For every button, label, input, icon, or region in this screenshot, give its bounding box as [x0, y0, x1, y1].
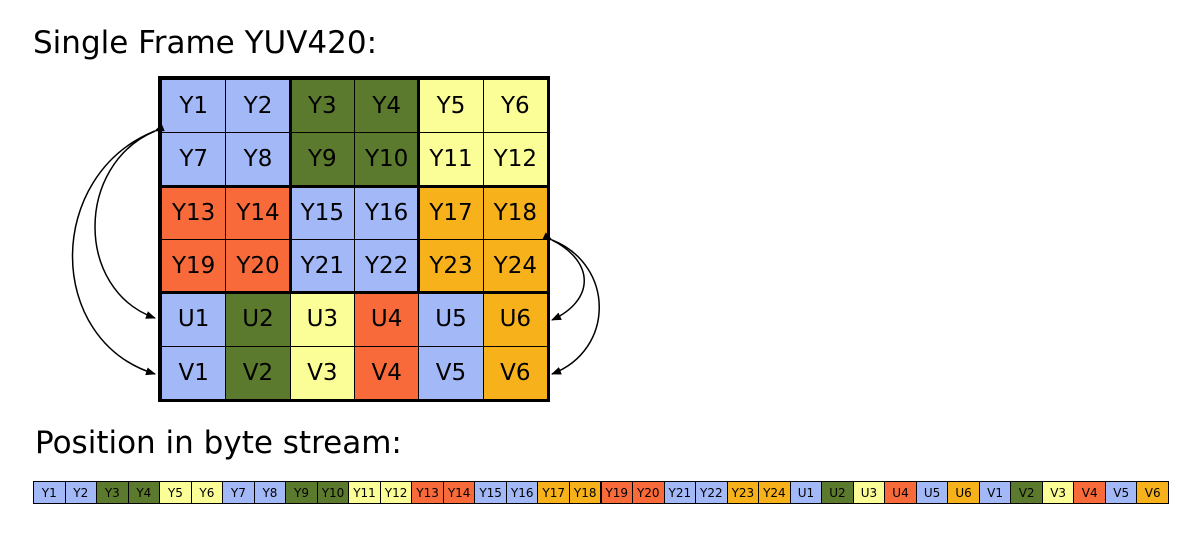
stream-byte-y4: Y4 — [127, 481, 161, 504]
stream-byte-y16: Y16 — [505, 481, 539, 504]
stream-byte-y3: Y3 — [96, 481, 129, 504]
group-divider-v1 — [288, 79, 292, 293]
frame-cell-y14: Y14 — [225, 185, 291, 240]
stream-byte-y19: Y19 — [600, 481, 634, 504]
stream-byte-u6: U6 — [947, 481, 980, 504]
stream-byte-y1: Y1 — [33, 481, 66, 504]
stream-byte-u1: U1 — [789, 481, 823, 504]
stream-byte-v2: V2 — [1010, 481, 1043, 504]
frame-cell-y19: Y19 — [161, 239, 227, 294]
frame-title: Single Frame YUV420: — [33, 25, 378, 61]
stream-byte-y9: Y9 — [285, 481, 318, 504]
frame-cell-y17: Y17 — [418, 185, 484, 240]
stream-byte-y12: Y12 — [379, 481, 413, 504]
stream-byte-v3: V3 — [1041, 481, 1075, 504]
arrow-y-to-v1 — [71, 130, 156, 376]
stream-byte-v4: V4 — [1073, 481, 1106, 504]
frame-cell-v6: V6 — [482, 345, 548, 400]
frame-cell-y5: Y5 — [418, 79, 484, 134]
stream-byte-v6: V6 — [1136, 481, 1169, 504]
stream-byte-y21: Y21 — [663, 481, 697, 504]
frame-cell-y13: Y13 — [161, 185, 227, 240]
frame-cell-v4: V4 — [354, 345, 420, 400]
stream-byte-y13: Y13 — [411, 481, 444, 504]
frame-cell-y2: Y2 — [225, 79, 291, 134]
frame-cell-y4: Y4 — [354, 79, 420, 134]
stream-byte-y5: Y5 — [159, 481, 192, 504]
stream-byte-y15: Y15 — [474, 481, 507, 504]
arrow-y-to-u1 — [94, 123, 165, 319]
frame-cell-y7: Y7 — [161, 132, 227, 187]
stream-byte-y14: Y14 — [442, 481, 476, 504]
stream-byte-y8: Y8 — [253, 481, 287, 504]
frame-cell-u1: U1 — [161, 292, 227, 347]
frame-cell-u5: U5 — [418, 292, 484, 347]
frame-cell-y3: Y3 — [289, 79, 355, 134]
stream-title: Position in byte stream: — [35, 425, 402, 461]
frame-cell-v3: V3 — [289, 345, 355, 400]
stream-byte-u3: U3 — [852, 481, 886, 504]
stream-byte-u5: U5 — [915, 481, 949, 504]
frame-cell-y21: Y21 — [289, 239, 355, 294]
stream-byte-y22: Y22 — [695, 481, 728, 504]
frame-cell-v2: V2 — [225, 345, 291, 400]
frame-cell-y11: Y11 — [418, 132, 484, 187]
stream-byte-v5: V5 — [1104, 481, 1138, 504]
frame-cell-y6: Y6 — [482, 79, 548, 134]
frame-cell-v1: V1 — [161, 345, 227, 400]
stream-byte-y6: Y6 — [190, 481, 224, 504]
arrow-y-to-u6 — [542, 232, 585, 321]
frame-cell-u3: U3 — [289, 292, 355, 347]
frame-cell-y16: Y16 — [354, 185, 420, 240]
frame-cell-u2: U2 — [225, 292, 291, 347]
stream-byte-y10: Y10 — [316, 481, 350, 504]
stream-byte-v1: V1 — [978, 481, 1012, 504]
frame-cell-y18: Y18 — [482, 185, 548, 240]
stream-byte-y24: Y24 — [758, 481, 791, 504]
stream-byte-y23: Y23 — [726, 481, 760, 504]
frame-cell-y12: Y12 — [482, 132, 548, 187]
frame-cell-y9: Y9 — [289, 132, 355, 187]
frame-cell-u6: U6 — [482, 292, 548, 347]
frame-cell-y23: Y23 — [418, 239, 484, 294]
arrow-y-to-v6 — [551, 239, 600, 375]
frame-cell-y15: Y15 — [289, 185, 355, 240]
stream-byte-y18: Y18 — [568, 481, 602, 504]
stream-byte-y7: Y7 — [222, 481, 255, 504]
group-divider-h2 — [161, 291, 547, 295]
stream-byte-u4: U4 — [884, 481, 917, 504]
frame-cell-v5: V5 — [418, 345, 484, 400]
frame-cell-y22: Y22 — [354, 239, 420, 294]
frame-cell-y24: Y24 — [482, 239, 548, 294]
stream-byte-y20: Y20 — [632, 481, 665, 504]
frame-cell-y10: Y10 — [354, 132, 420, 187]
stream-byte-y2: Y2 — [64, 481, 98, 504]
frame-cell-y20: Y20 — [225, 239, 291, 294]
group-divider-h1 — [161, 184, 547, 188]
stream-byte-y11: Y11 — [348, 481, 381, 504]
frame-cell-y1: Y1 — [161, 79, 227, 134]
stream-byte-y17: Y17 — [537, 481, 570, 504]
stream-byte-u2: U2 — [821, 481, 854, 504]
frame-cell-y8: Y8 — [225, 132, 291, 187]
group-divider-v2 — [417, 79, 421, 293]
frame-cell-u4: U4 — [354, 292, 420, 347]
